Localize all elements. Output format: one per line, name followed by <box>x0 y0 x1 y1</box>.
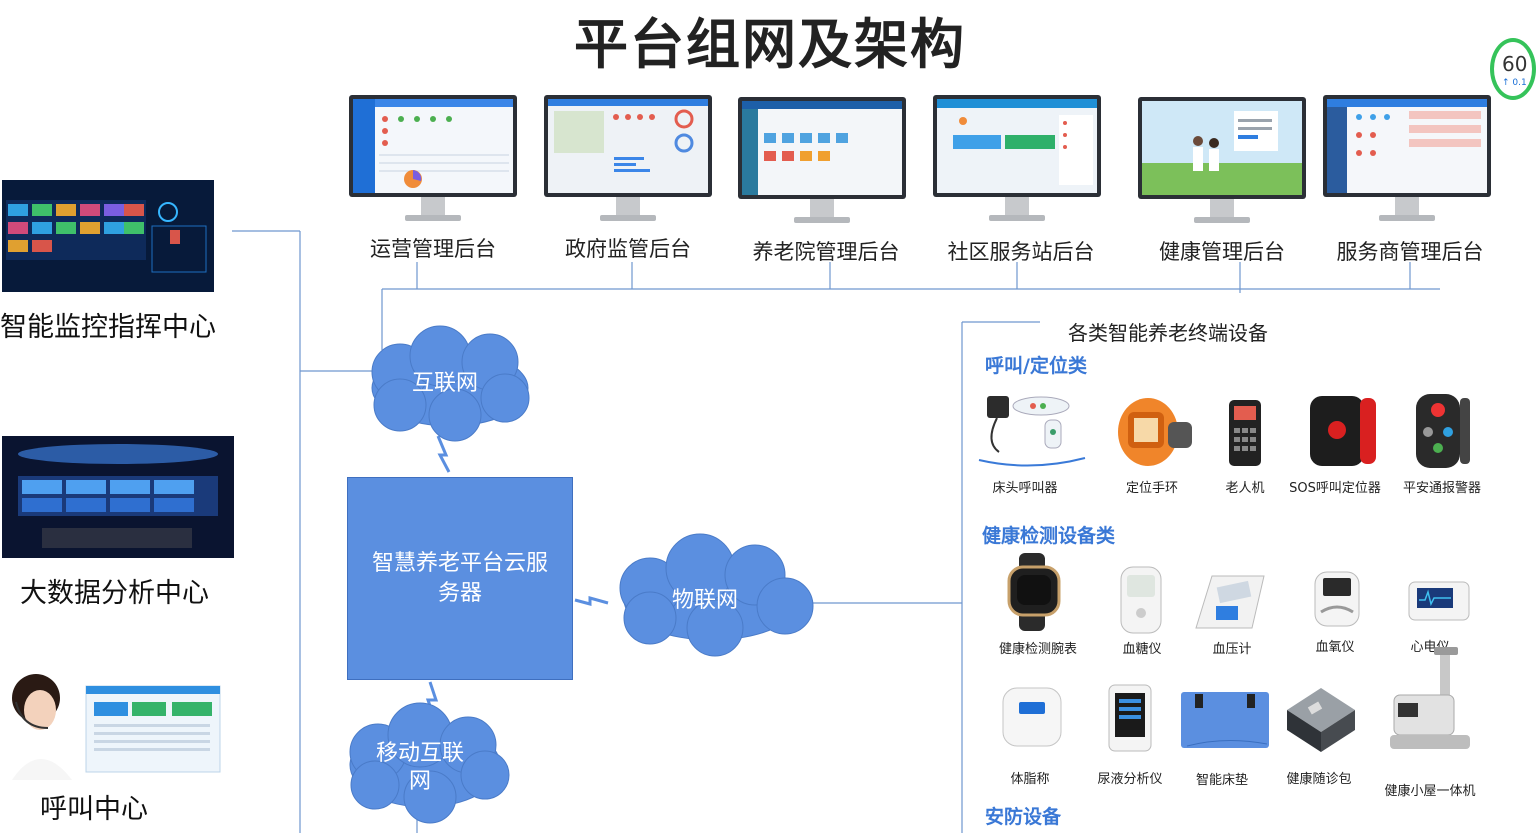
mobile-internet-cloud: 移动互联网 <box>375 741 464 794</box>
devices-title: 各类智能养老终端设备 <box>1068 321 1268 345</box>
section-health-detection: 健康检测设备类 <box>982 525 1116 547</box>
device-label-positioning-bracelet: 定位手环 <box>1125 481 1178 496</box>
monitor-operations <box>349 95 517 221</box>
backend-label-health: 健康管理后台 <box>1159 240 1285 264</box>
monitor-health <box>1138 97 1306 223</box>
score-badge: 60 ↑ 0.1 <box>1490 38 1536 100</box>
cloud-server-label: 智慧养老平台云服务器 <box>371 550 548 606</box>
page-title: 平台组网及架构 <box>574 13 966 76</box>
device-label-sos-locator: SOS呼叫定位器 <box>1289 481 1381 496</box>
score-sub: ↑ 0.1 <box>1502 78 1527 88</box>
command-center-image <box>2 180 214 292</box>
monitor-nursing-home <box>738 97 906 223</box>
health-watch-icon <box>1007 553 1061 631</box>
blood-pressure-meter-icon <box>1195 575 1265 629</box>
monitor-government <box>544 95 712 221</box>
device-label-health-diagnosis-kit: 健康随诊包 <box>1286 772 1352 787</box>
cloud-server-box: 智慧养老平台云服务器 <box>347 477 573 680</box>
device-label-smart-mattress: 智能床垫 <box>1195 773 1248 788</box>
device-label-safety-alarm: 平安通报警器 <box>1402 481 1481 496</box>
internet-cloud: 互联网 <box>411 371 478 396</box>
iot-cloud-shape <box>619 533 814 657</box>
backend-label-operations: 运营管理后台 <box>370 237 496 261</box>
safety-alarm-icon <box>1416 394 1470 468</box>
ecg-meter-icon <box>1408 581 1470 621</box>
backend-label-service-provider: 服务商管理后台 <box>1336 240 1484 264</box>
positioning-bracelet-icon <box>1118 398 1192 466</box>
body-fat-scale-icon <box>1002 687 1062 747</box>
health-diagnosis-kit-icon <box>1287 688 1355 752</box>
device-label-body-fat-scale: 体脂称 <box>1010 772 1050 787</box>
big-data-center-image <box>2 436 234 558</box>
section-security: 安防设备 <box>985 806 1062 828</box>
backend-label-nursing-home: 养老院管理后台 <box>752 240 900 264</box>
backend-label-government: 政府监管后台 <box>565 237 691 261</box>
monitor-service-provider <box>1323 95 1491 221</box>
device-label-glucose-meter: 血糖仪 <box>1122 642 1162 657</box>
internet-cloud-shape <box>371 325 530 442</box>
device-label-oximeter: 血氧仪 <box>1315 640 1355 655</box>
device-label-elderly-phone: 老人机 <box>1225 481 1265 496</box>
call-center-image <box>2 668 222 780</box>
device-label-blood-pressure-meter: 血压计 <box>1212 642 1252 657</box>
backend-label-community: 社区服务站后台 <box>947 240 1095 264</box>
smart-mattress-icon <box>1181 692 1269 748</box>
device-label-urine-analyzer: 尿液分析仪 <box>1097 772 1163 787</box>
elderly-phone-icon <box>1229 400 1261 466</box>
device-label-health-kiosk: 健康小屋一体机 <box>1384 784 1476 799</box>
device-label-health-watch: 健康检测腕表 <box>998 642 1077 657</box>
glucose-meter-icon <box>1120 566 1162 634</box>
iot-cloud: 物联网 <box>671 588 738 613</box>
device-label-bedside-caller: 床头呼叫器 <box>992 481 1058 496</box>
sos-locator-icon <box>1310 396 1376 466</box>
mobile-cloud-shape <box>349 702 510 824</box>
command-center-label: 智能监控指挥中心 <box>0 312 216 343</box>
monitor-community <box>933 95 1101 221</box>
urine-analyzer-icon <box>1108 684 1152 752</box>
oximeter-icon <box>1314 571 1360 627</box>
health-kiosk-icon <box>1390 647 1470 749</box>
big-data-center-label: 大数据分析中心 <box>20 578 209 609</box>
section-call-location: 呼叫/定位类 <box>985 355 1087 377</box>
score-value: 60 <box>1502 52 1528 76</box>
call-center-label: 呼叫中心 <box>40 794 148 825</box>
bedside-caller-icon <box>978 396 1086 467</box>
